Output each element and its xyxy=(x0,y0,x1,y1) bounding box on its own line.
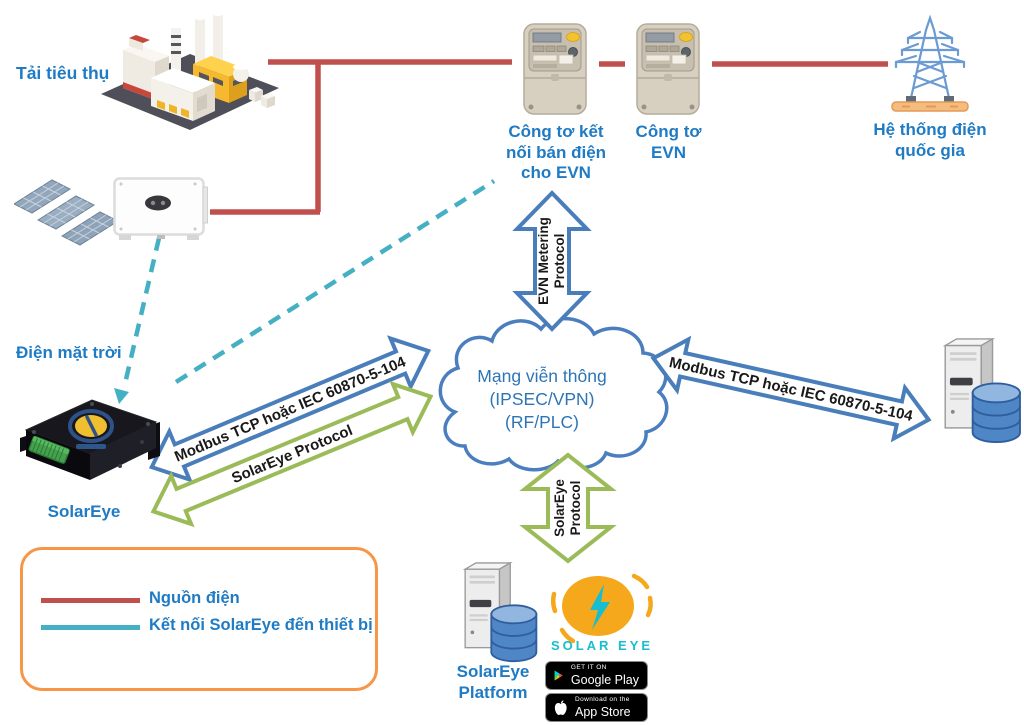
arrow-modbus-left-shape xyxy=(148,335,432,483)
factory-icon xyxy=(101,12,279,130)
google-play-caption: GET IT ON xyxy=(570,664,607,671)
cloud-text-line2: (IPSEC/VPN) xyxy=(489,389,594,409)
meter-evn-label: Công tơ EVN xyxy=(635,122,702,162)
arrow-solareye-left-shape xyxy=(150,380,434,528)
arrow-evn-metering: EVN Metering Protocol xyxy=(512,190,592,332)
dashed-link-device-to-meter xyxy=(174,179,496,384)
solareye-links xyxy=(121,179,496,389)
meter-sell-icon xyxy=(523,23,587,115)
grid-tower-icon xyxy=(891,14,969,112)
cloud-text-line3: (RF/PLC) xyxy=(505,412,579,432)
dashed-link-inverter-to-device xyxy=(121,237,162,389)
arrow-evn-metering-label-2: Protocol xyxy=(552,234,567,289)
legend-solareye-label: Kết nối SolarEye đến thiết bị xyxy=(149,616,373,634)
legend-solareye-line-sample xyxy=(41,625,140,630)
platform-label: SolarEye Platform xyxy=(456,662,530,702)
power-lines xyxy=(210,59,888,215)
arrow-evn-metering-shape xyxy=(512,190,592,332)
grid-label: Hệ thống điện quốc gia xyxy=(873,120,987,160)
server-db-icon-platform xyxy=(462,562,538,663)
server-db-icon-right xyxy=(942,338,1021,444)
arrow-solareye-bottom-label-1: SolarEye xyxy=(552,479,567,537)
arrow-modbus-right-shape xyxy=(650,335,932,443)
meter-sell-label: Công tơ kết nối bán điện cho EVN xyxy=(505,122,607,183)
google-play-badge: GET IT ON Google Play xyxy=(545,661,648,690)
arrow-modbus-right: Modbus TCP hoặc IEC 60870-5-104 xyxy=(650,335,932,443)
legend-power-label: Nguồn điện xyxy=(149,589,240,607)
solareye-logo-text: SOLAR EYE xyxy=(551,638,653,653)
legend: Nguồn điện Kết nối SolarEye đến thiết bị xyxy=(20,547,378,691)
app-store-caption: Download on the xyxy=(575,696,630,703)
arrow-solareye-bottom-shape xyxy=(519,452,617,564)
arrow-evn-metering-label-1: EVN Metering xyxy=(536,217,551,305)
dashed-link-arrowhead xyxy=(114,388,129,404)
cloud-text-line1: Mạng viễn thông xyxy=(477,365,606,386)
arrow-modbus-right-label: Modbus TCP hoặc IEC 60870-5-104 xyxy=(668,354,915,425)
app-store-badge: Download on the App Store xyxy=(545,693,648,722)
inverter-icon xyxy=(113,177,208,240)
solareye-logo: SOLAR EYE xyxy=(551,573,653,653)
solar-panels-icon xyxy=(14,179,119,246)
apple-icon xyxy=(554,699,567,715)
cloud-outline xyxy=(438,316,669,472)
solar-label: Điện mặt trời xyxy=(16,343,122,362)
load-label: Tải tiêu thụ xyxy=(16,63,110,83)
legend-power-line-sample xyxy=(41,598,140,603)
arrow-solareye-bottom: SolarEye Protocol xyxy=(519,452,617,564)
telecom-cloud: Mạng viễn thông (IPSEC/VPN) (RF/PLC) xyxy=(438,316,669,472)
google-play-icon xyxy=(554,670,563,681)
arrow-solareye-bottom-label-2: Protocol xyxy=(568,481,583,536)
app-store-name: App Store xyxy=(575,704,631,719)
device-label: SolarEye xyxy=(47,502,121,521)
meter-evn-icon xyxy=(636,23,700,115)
google-play-name: Google Play xyxy=(570,672,639,687)
solareye-device-icon xyxy=(20,399,160,480)
